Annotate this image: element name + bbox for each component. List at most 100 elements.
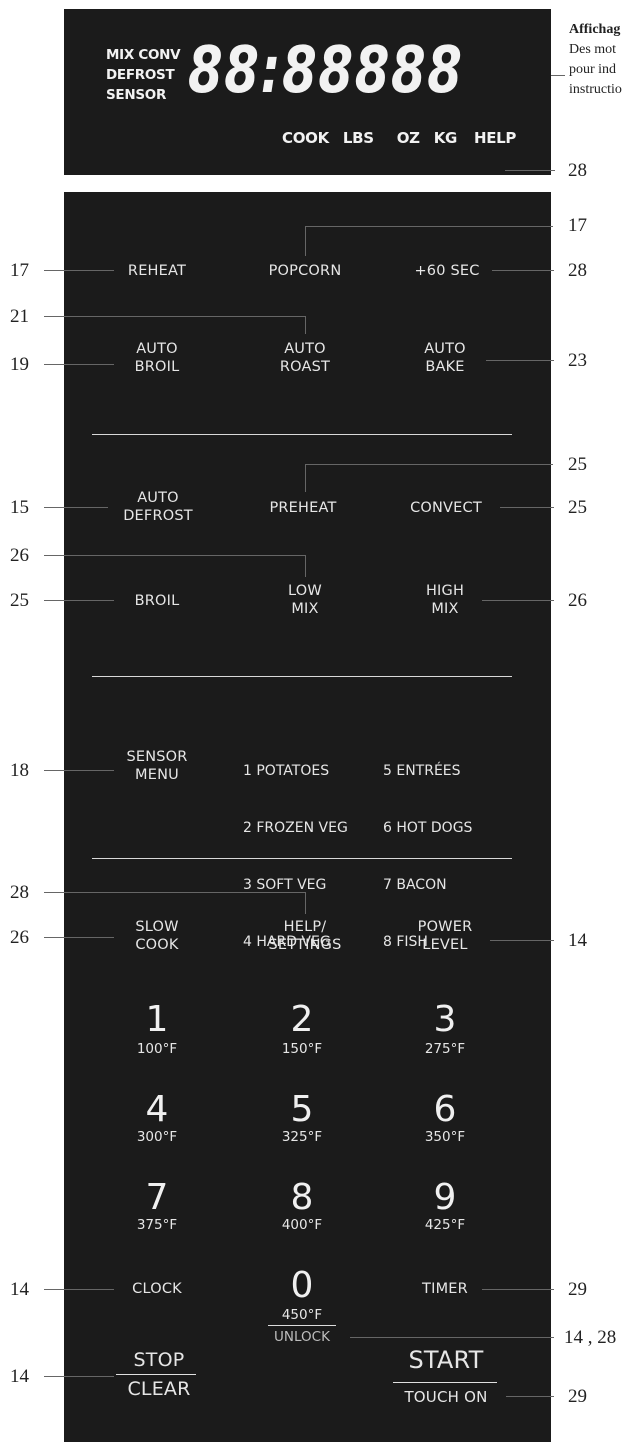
leader-stop-clear — [44, 1376, 114, 1377]
key-0[interactable]: 0 — [290, 1265, 314, 1306]
help-settings-button[interactable]: HELP/ SETTINGS — [268, 919, 342, 953]
unit-oz: OZ — [396, 129, 420, 147]
key-3-temp: 275°F — [424, 1041, 466, 1057]
sensor-menu-button[interactable]: SENSOR MENU — [126, 749, 188, 783]
leader-preheat-h — [305, 464, 553, 465]
sensor-item: 1 POTATOES — [243, 763, 330, 779]
unit-kg: KG — [433, 129, 458, 147]
divider-3 — [92, 858, 512, 859]
unit-lbs: LBS — [342, 129, 374, 147]
sensor-item: 5 ENTRÉES — [383, 763, 461, 779]
start-button[interactable]: START — [408, 1346, 484, 1374]
clock-button[interactable]: CLOCK — [132, 1281, 182, 1297]
touch-on-label[interactable]: TOUCH ON — [404, 1388, 488, 1406]
leader-popcorn-v — [305, 226, 306, 256]
key-5[interactable]: 5 — [290, 1089, 314, 1130]
slow-cook-button[interactable]: SLOW COOK — [135, 919, 179, 953]
clear-button[interactable]: CLEAR — [127, 1378, 191, 1400]
ref-broil: 25 — [10, 590, 29, 611]
popcorn-button[interactable]: POPCORN — [268, 263, 342, 279]
mode-label-mix-conv: MIX CONV — [106, 47, 181, 63]
auto-bake-button[interactable]: AUTO BAKE — [424, 341, 466, 375]
divider-2 — [92, 676, 512, 677]
key-5-temp: 325°F — [281, 1129, 323, 1145]
side-note: Affichag Des mot pour ind instructio — [569, 20, 622, 100]
leader-popcorn-h — [305, 226, 553, 227]
ref-auto-defrost: 15 — [10, 497, 29, 518]
low-mix-button[interactable]: LOW MIX — [288, 583, 322, 617]
sensor-list-left: 1 POTATOES 2 FROZEN VEG 3 SOFT VEG 4 HAR… — [243, 724, 348, 971]
sensor-item: 7 BACON — [383, 877, 447, 893]
sensor-list-right: 5 ENTRÉES 6 HOT DOGS 7 BACON 8 FISH — [383, 724, 472, 971]
leader-high-mix — [482, 600, 554, 601]
power-level-button[interactable]: POWER LEVEL — [417, 919, 473, 953]
key-7-temp: 375°F — [136, 1217, 178, 1233]
mode-label-defrost: DEFROST — [106, 67, 175, 83]
auto-broil-button[interactable]: AUTO BROIL — [134, 341, 180, 375]
ref-touch-on: 29 — [568, 1386, 587, 1407]
key-2[interactable]: 2 — [290, 999, 314, 1040]
unit-cook: COOK — [282, 129, 329, 147]
leader-low-mix-h — [44, 555, 306, 556]
key-6[interactable]: 6 — [433, 1089, 457, 1130]
ref-display-help: 28 — [568, 160, 587, 181]
auto-roast-button[interactable]: AUTO ROAST — [279, 341, 331, 375]
leader-low-mix-v — [305, 555, 306, 577]
ref-clock: 14 — [10, 1279, 29, 1300]
key-1[interactable]: 1 — [145, 999, 169, 1040]
key-8[interactable]: 8 — [290, 1177, 314, 1218]
key-4[interactable]: 4 — [145, 1089, 169, 1130]
ref-sensor-menu: 18 — [10, 760, 29, 781]
sensor-item: 3 SOFT VEG — [243, 877, 327, 893]
ref-auto-roast: 21 — [10, 306, 29, 327]
ref-unlock: 14 , 28 — [564, 1327, 617, 1348]
side-note-line-3: instructio — [569, 82, 622, 97]
divider-1 — [92, 434, 512, 435]
leader-power-level — [490, 940, 554, 941]
leader-plus60 — [492, 270, 554, 271]
leader-auto-defrost — [44, 507, 108, 508]
unit-help: HELP — [473, 129, 517, 147]
start-separator — [393, 1382, 497, 1383]
ref-timer: 29 — [568, 1279, 587, 1300]
ref-preheat: 25 — [568, 454, 587, 475]
leader-auto-broil — [44, 364, 114, 365]
stop-clear-separator — [116, 1374, 196, 1375]
convect-button[interactable]: CONVECT — [410, 500, 482, 516]
timer-button[interactable]: TIMER — [422, 1281, 468, 1297]
leader-display-help — [505, 170, 555, 171]
ref-reheat: 17 — [10, 260, 29, 281]
key-4-temp: 300°F — [136, 1129, 178, 1145]
broil-button[interactable]: BROIL — [134, 593, 180, 609]
leader-auto-roast-h — [44, 316, 306, 317]
leader-auto-bake — [486, 360, 554, 361]
key-0-temp: 450°F — [281, 1307, 323, 1323]
leader-help-h — [44, 892, 306, 893]
leader-broil — [44, 600, 114, 601]
key-9[interactable]: 9 — [433, 1177, 457, 1218]
auto-defrost-button[interactable]: AUTO DEFROST — [123, 490, 193, 524]
plus-60-sec-button[interactable]: +60 SEC — [414, 263, 480, 279]
preheat-button[interactable]: PREHEAT — [269, 500, 337, 516]
lcd-display: MIX CONV DEFROST SENSOR 88:88888 COOK LB… — [64, 9, 551, 175]
ref-slow-cook: 26 — [10, 927, 29, 948]
ref-convect: 25 — [568, 497, 587, 518]
ref-popcorn: 17 — [568, 215, 587, 236]
key-7[interactable]: 7 — [145, 1177, 169, 1218]
ref-low-mix: 26 — [10, 545, 29, 566]
stop-button[interactable]: STOP — [133, 1349, 185, 1371]
leader-unlock — [350, 1337, 554, 1338]
key-3[interactable]: 3 — [433, 999, 457, 1040]
reheat-button[interactable]: REHEAT — [127, 263, 187, 279]
key-2-temp: 150°F — [281, 1041, 323, 1057]
mode-label-sensor: SENSOR — [106, 87, 167, 103]
key-9-temp: 425°F — [424, 1217, 466, 1233]
leader-preheat-v — [305, 464, 306, 492]
leader-convect — [500, 507, 554, 508]
leader-sensor-menu — [44, 770, 114, 771]
key-6-temp: 350°F — [424, 1129, 466, 1145]
unlock-label[interactable]: UNLOCK — [274, 1329, 330, 1345]
sensor-item: 2 FROZEN VEG — [243, 820, 348, 836]
high-mix-button[interactable]: HIGH MIX — [425, 583, 465, 617]
ref-plus60: 28 — [568, 260, 587, 281]
